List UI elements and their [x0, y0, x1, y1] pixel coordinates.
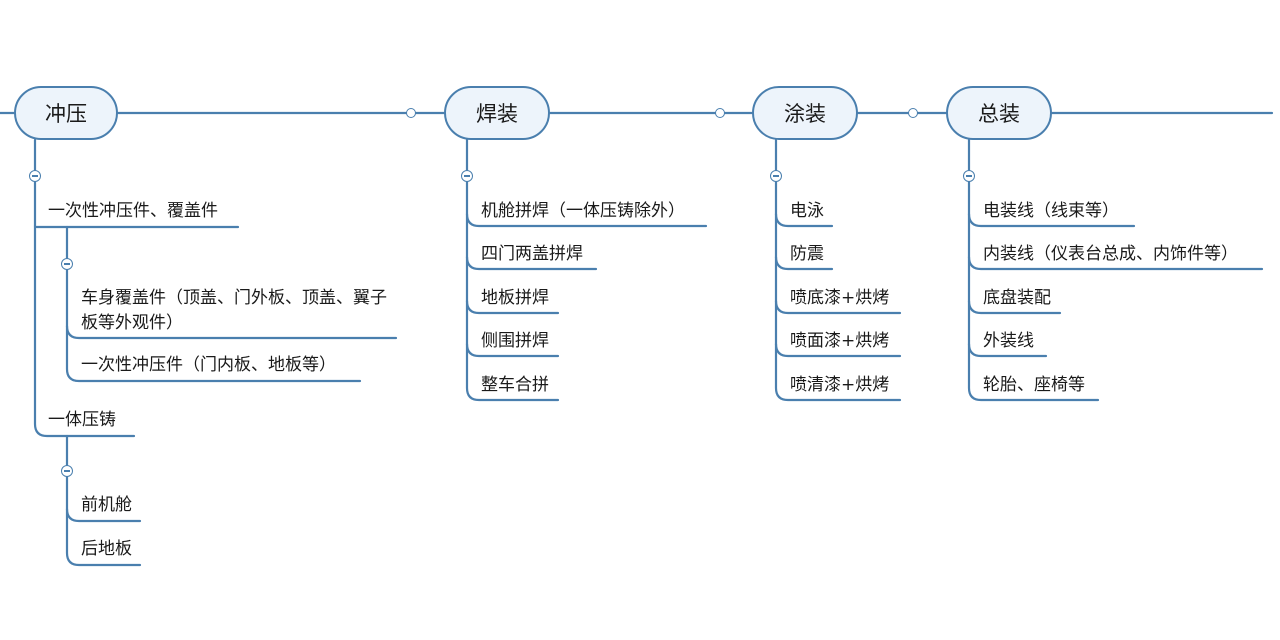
assembly-item[interactable]: 电装线（线束等）: [983, 201, 1119, 221]
stage-node-welding[interactable]: 焊装: [444, 86, 550, 140]
painting-item[interactable]: 喷面漆+烘烤: [790, 331, 890, 351]
assembly-item[interactable]: 底盘装配: [983, 288, 1051, 308]
collapse-toggle-icon[interactable]: [963, 170, 975, 182]
stamping-subitem[interactable]: 一次性冲压件（门内板、地板等）: [81, 355, 336, 375]
painting-item[interactable]: 电泳: [790, 201, 824, 221]
collapse-toggle-icon[interactable]: [61, 465, 73, 477]
stamping-group-label[interactable]: 一次性冲压件、覆盖件: [48, 201, 218, 221]
stamping-group-label[interactable]: 一体压铸: [48, 410, 116, 430]
assembly-item[interactable]: 轮胎、座椅等: [983, 375, 1085, 395]
branch-line: [967, 342, 1100, 402]
stamping-subitem[interactable]: 车身覆盖件（顶盖、门外板、顶盖、翼子板等外观件）: [81, 288, 387, 333]
assembly-item[interactable]: 内装线（仪表台总成、内饰件等）: [983, 244, 1238, 264]
collapse-toggle-icon[interactable]: [461, 170, 473, 182]
collapse-toggle-icon[interactable]: [770, 170, 782, 182]
branch-line: [65, 324, 362, 383]
stage-node-assembly[interactable]: 总装: [946, 86, 1052, 140]
spine-joint: [715, 108, 725, 118]
painting-item[interactable]: 喷底漆+烘烤: [790, 288, 890, 308]
spine-joint: [908, 108, 918, 118]
branch-line: [465, 342, 560, 402]
welding-item[interactable]: 侧围拼焊: [481, 331, 549, 351]
painting-item[interactable]: 喷清漆+烘烤: [790, 375, 890, 395]
welding-item[interactable]: 地板拼焊: [481, 288, 549, 308]
branch-line: [33, 224, 136, 438]
branch-line: [65, 507, 142, 567]
painting-item[interactable]: 防震: [790, 244, 824, 264]
welding-item[interactable]: 机舱拼焊（一体压铸除外）: [481, 201, 685, 221]
stamping-subitem[interactable]: 前机舱: [81, 495, 132, 515]
collapse-toggle-icon[interactable]: [61, 258, 73, 270]
spine-joint: [406, 108, 416, 118]
welding-item[interactable]: 整车合拼: [481, 375, 549, 395]
stage-node-stamping[interactable]: 冲压: [14, 86, 118, 140]
assembly-item[interactable]: 外装线: [983, 331, 1034, 351]
collapse-toggle-icon[interactable]: [29, 170, 41, 182]
stamping-subitem[interactable]: 后地板: [81, 539, 132, 559]
stage-node-painting[interactable]: 涂装: [752, 86, 858, 140]
welding-item[interactable]: 四门两盖拼焊: [481, 244, 583, 264]
branch-line: [774, 342, 902, 402]
